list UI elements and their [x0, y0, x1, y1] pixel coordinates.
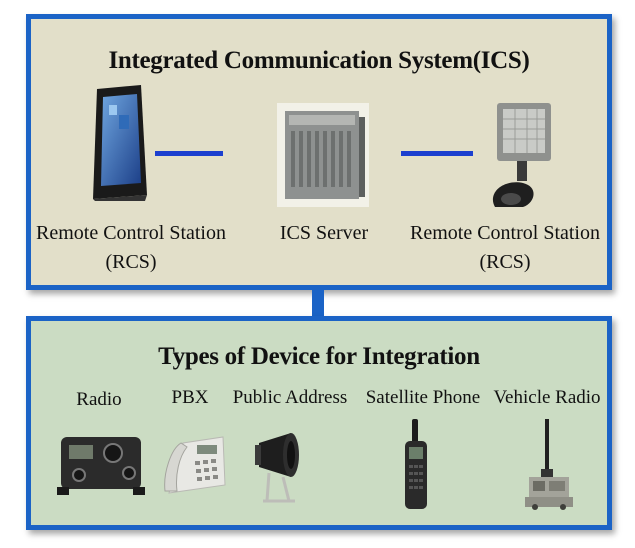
device-label-pbx: PBX	[171, 387, 209, 408]
satellite-phone-icon	[403, 419, 429, 511]
ics-title: Integrated Communication System(ICS)	[108, 47, 530, 74]
panel-connector	[312, 289, 324, 317]
rcs-right-label: Remote Control Station (RCS)	[403, 219, 607, 277]
ics-server-label: ICS Server	[261, 219, 387, 248]
device-label-public-address: Public Address	[232, 387, 348, 408]
desk-phone-icon	[163, 433, 227, 495]
megaphone-icon	[255, 433, 311, 505]
link-server-rcs-right	[401, 151, 473, 156]
ics-panel: Integrated Communication System(ICS)	[26, 14, 612, 290]
link-rcs-left-server	[155, 151, 223, 156]
device-label-satellite-phone: Satellite Phone	[365, 387, 481, 408]
server-rack-icon	[277, 103, 369, 207]
rcs-left-label: Remote Control Station (RCS)	[31, 219, 231, 277]
ics-server-name: ICS Server	[279, 222, 369, 244]
device-label-vehicle-radio: Vehicle Radio	[493, 387, 601, 408]
integration-panel: Types of Device for Integration Radio PB…	[26, 316, 612, 530]
device-label-radio: Radio	[76, 389, 122, 410]
console-terminal-icon	[487, 103, 555, 213]
rcs-right-abbr: (RCS)	[479, 251, 531, 273]
integration-title: Types of Device for Integration	[158, 343, 480, 370]
rcs-left-abbr: (RCS)	[105, 251, 157, 273]
tablet-terminal-icon	[89, 85, 151, 201]
rcs-right-name: Remote Control Station	[410, 222, 600, 244]
radio-icon	[57, 429, 145, 499]
vehicle-radio-icon	[521, 419, 577, 511]
rcs-left-name: Remote Control Station	[36, 222, 226, 244]
